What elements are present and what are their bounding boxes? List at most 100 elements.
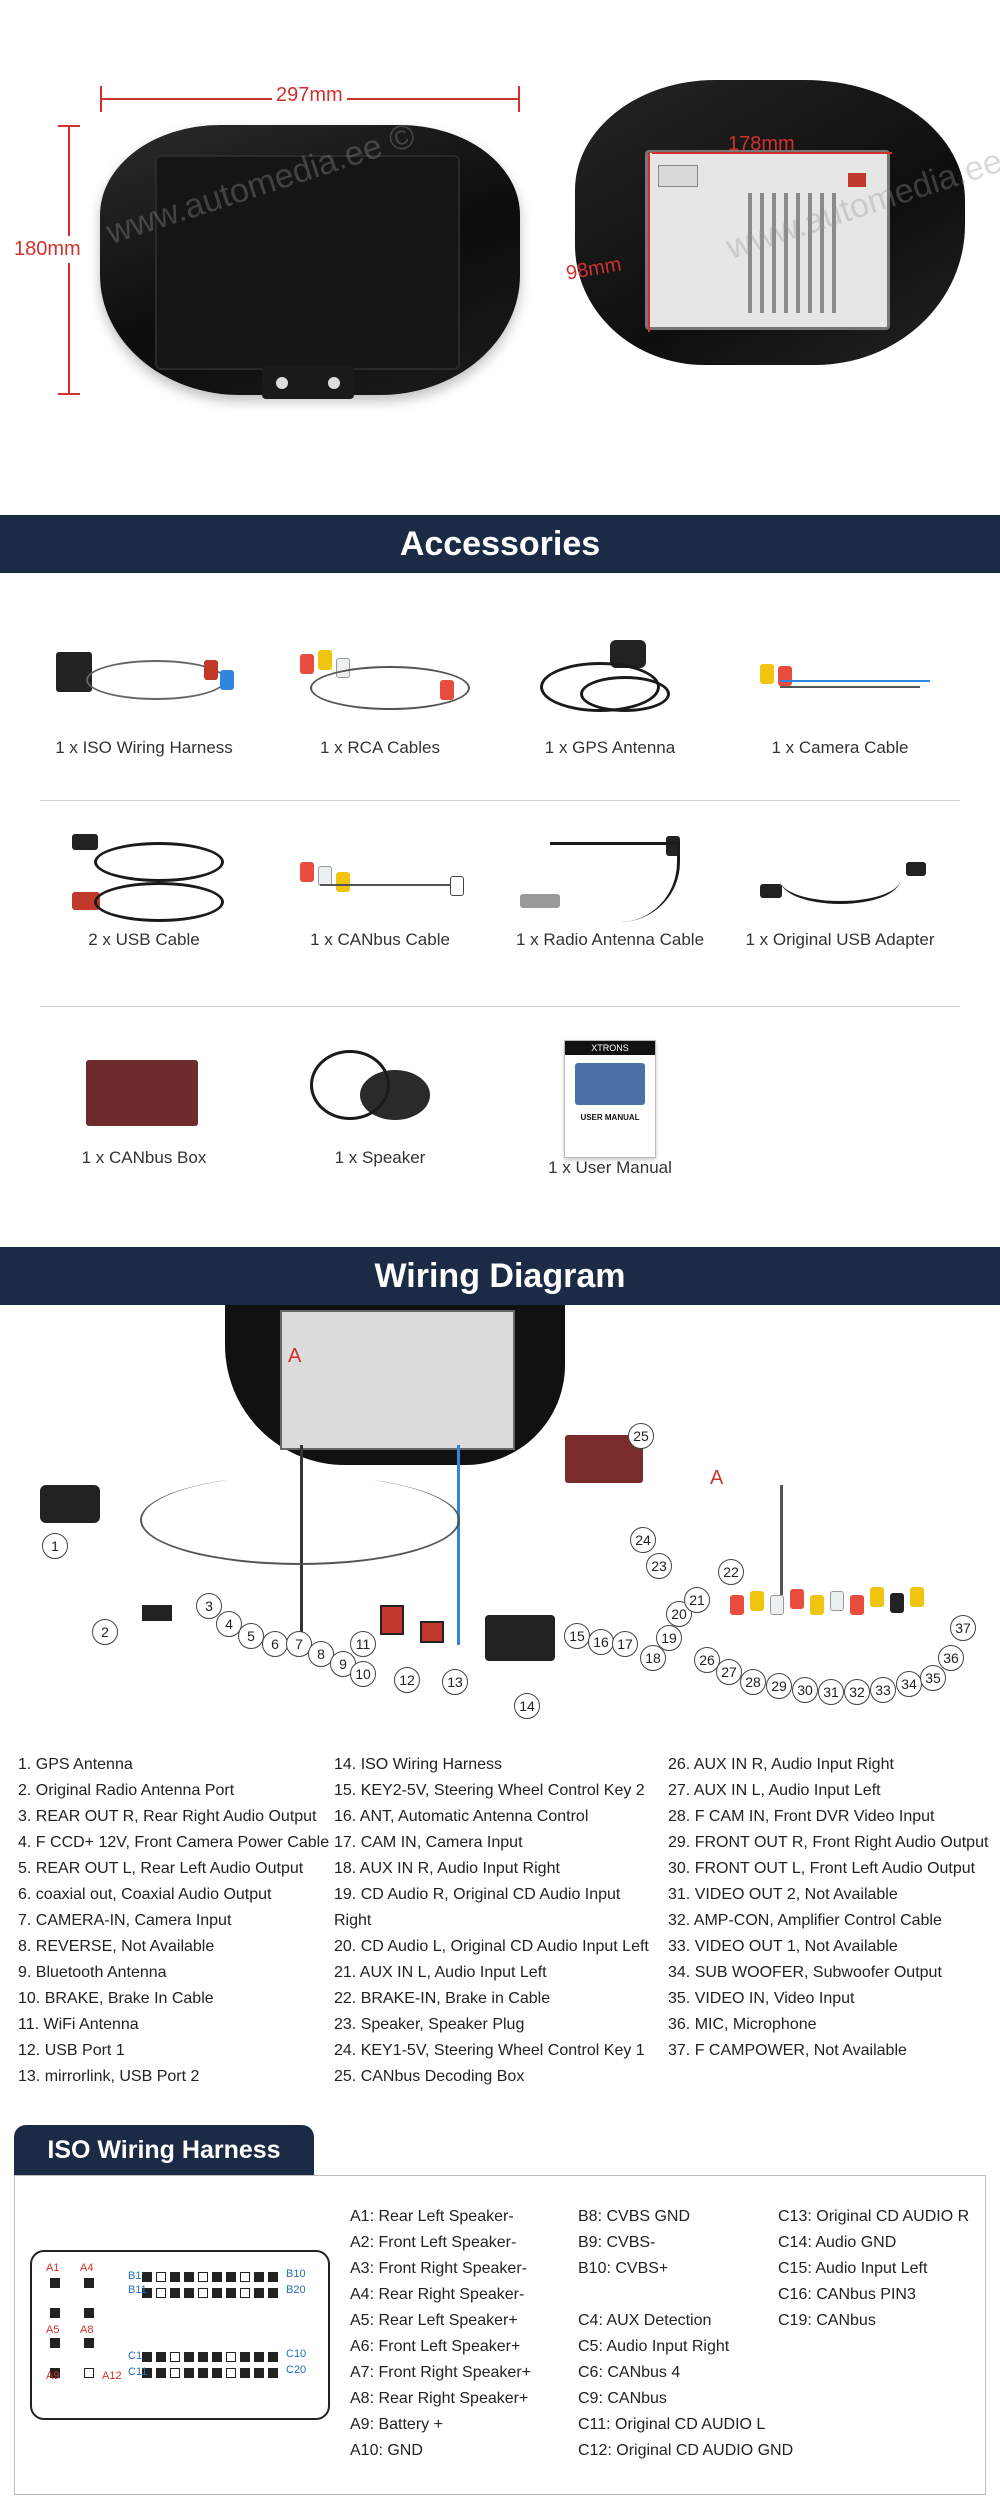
- callout-24: 24: [630, 1527, 656, 1553]
- accessory-item: XTRONS USER MANUAL 1 x User Manual: [490, 1040, 730, 1178]
- connector-pin: [268, 2288, 278, 2298]
- connector-pin: [226, 2368, 236, 2378]
- callout-19: 19: [656, 1625, 682, 1651]
- connector-pin: [84, 2308, 94, 2318]
- mounting-bracket: [262, 365, 354, 399]
- connector-pin: [240, 2288, 250, 2298]
- legend-item: 21. AUX IN L, Audio Input Left: [334, 1964, 547, 1981]
- connector-pin: [268, 2368, 278, 2378]
- usb-adapter-icon: [720, 832, 960, 922]
- speaker-icon: [260, 1040, 500, 1140]
- accessory-item: 1 x RCA Cables: [260, 640, 500, 758]
- radio-antenna-cable-icon: [490, 832, 730, 922]
- accessory-item: 1 x Camera Cable: [720, 640, 960, 758]
- iso-pin-item: A5: Rear Left Speaker+: [350, 2312, 518, 2329]
- legend-item: 7. CAMERA-IN, Camera Input: [18, 1912, 232, 1929]
- connector-pin: [142, 2288, 152, 2298]
- legend-item: 31. VIDEO OUT 2, Not Available: [668, 1886, 898, 1903]
- legend-item: 5. REAR OUT L, Rear Left Audio Output: [18, 1860, 304, 1877]
- callout-29: 29: [766, 1673, 792, 1699]
- iso-pin-item: B10: CVBS+: [578, 2260, 669, 2277]
- connector-pin: [170, 2272, 180, 2282]
- dimensions-section: 297mm 180mm 178mm 98mm www.automedia.ee …: [0, 0, 1000, 515]
- legend-item: 18. AUX IN R, Audio Input Right: [334, 1860, 560, 1877]
- connector-pin: [142, 2272, 152, 2282]
- connector-pin: [254, 2352, 264, 2362]
- connector-a-label: A: [710, 1467, 724, 1489]
- connector-pin: [170, 2288, 180, 2298]
- cable-loop: [140, 1475, 460, 1565]
- iso-pin-item: C12: Original CD AUDIO GND: [578, 2442, 794, 2459]
- unit-rear-panel: [280, 1310, 515, 1450]
- connector-pin: [268, 2272, 278, 2282]
- iso-connector: [485, 1615, 555, 1661]
- legend-item: 24. KEY1-5V, Steering Wheel Control Key …: [334, 2042, 645, 2059]
- callout-2: 2: [92, 1619, 118, 1645]
- callout-30: 30: [792, 1677, 818, 1703]
- rca-bundle: [780, 1485, 783, 1595]
- pin-label: C1: [128, 2350, 143, 2362]
- callout-8: 8: [308, 1641, 334, 1667]
- legend-item: 27. AUX IN L, Audio Input Left: [668, 1782, 881, 1799]
- legend-item: Right: [334, 1912, 372, 1929]
- legend-item: 8. REVERSE, Not Available: [18, 1938, 215, 1955]
- head-unit-screen: [155, 155, 460, 370]
- legend-item: 20. CD Audio L, Original CD Audio Input …: [334, 1938, 649, 1955]
- callout-4: 4: [216, 1611, 242, 1637]
- accessories-title: Accessories: [399, 524, 601, 563]
- callout-32: 32: [844, 1679, 870, 1705]
- connector-pin: [212, 2368, 222, 2378]
- inner-width-label: 178mm: [728, 133, 795, 155]
- legend-item: 32. AMP-CON, Amplifier Control Cable: [668, 1912, 942, 1929]
- inner-width-line: [652, 152, 892, 154]
- iso-pin-item: C19: CANbus: [778, 2312, 876, 2329]
- iso-pin-item: C6: CANbus 4: [578, 2364, 681, 2381]
- connector-pin: [156, 2272, 166, 2282]
- accessory-item: 1 x GPS Antenna: [490, 640, 730, 758]
- callout-15: 15: [564, 1623, 590, 1649]
- accessory-label: 1 x Original USB Adapter: [745, 930, 935, 949]
- canbus-cable-icon: [260, 832, 500, 922]
- accessory-label: 1 x RCA Cables: [320, 738, 440, 757]
- connector-pin: [84, 2368, 94, 2378]
- legend-item: 4. F CCD+ 12V, Front Camera Power Cable: [18, 1834, 330, 1851]
- accessory-item: 1 x CANbus Cable: [260, 832, 500, 950]
- height-tick-bottom: [58, 393, 80, 395]
- pin-label: A5: [46, 2324, 60, 2336]
- legend-item: 14. ISO Wiring Harness: [334, 1756, 503, 1773]
- iso-harness-panel: [14, 2175, 986, 2495]
- accessory-label: 1 x CANbus Cable: [310, 930, 450, 949]
- iso-harness-icon: [24, 640, 264, 730]
- callout-3: 3: [196, 1593, 222, 1619]
- accessory-item: 1 x CANbus Box: [24, 1040, 264, 1168]
- iso-pin-item: A7: Front Right Speaker+: [350, 2364, 531, 2381]
- iso-pin-item: A1: Rear Left Speaker-: [350, 2208, 514, 2225]
- connector-pin: [254, 2272, 264, 2282]
- callout-11: 11: [350, 1631, 376, 1657]
- callout-6: 6: [262, 1631, 288, 1657]
- accessory-label: 1 x Speaker: [334, 1148, 426, 1167]
- pin-label: C10: [286, 2348, 307, 2360]
- iso-pin-item: C16: CANbus PIN3: [778, 2286, 916, 2303]
- legend-item: 37. F CAMPOWER, Not Available: [668, 2042, 907, 2059]
- connector-pin: [184, 2352, 194, 2362]
- connector-pin: [156, 2368, 166, 2378]
- connector-pin: [170, 2352, 180, 2362]
- legend-item: 12. USB Port 1: [18, 2042, 125, 2059]
- pin-label: B11: [128, 2284, 147, 2296]
- connector-pin: [50, 2338, 60, 2348]
- connector-pin: [142, 2368, 152, 2378]
- usb-cable-icon: [24, 832, 264, 922]
- inner-height-line: [648, 152, 650, 332]
- callout-12: 12: [394, 1667, 420, 1693]
- iso-pin-item: A9: Battery +: [350, 2416, 443, 2433]
- accessory-label: 1 x ISO Wiring Harness: [55, 738, 233, 757]
- iso-pin-item: C14: Audio GND: [778, 2234, 897, 2251]
- pin-label: B1: [128, 2270, 142, 2282]
- iso-pin-item: B8: CVBS GND: [578, 2208, 691, 2225]
- legend-item: 15. KEY2-5V, Steering Wheel Control Key …: [334, 1782, 645, 1799]
- connector-pin: [212, 2272, 222, 2282]
- legend-item: 9. Bluetooth Antenna: [18, 1964, 167, 1981]
